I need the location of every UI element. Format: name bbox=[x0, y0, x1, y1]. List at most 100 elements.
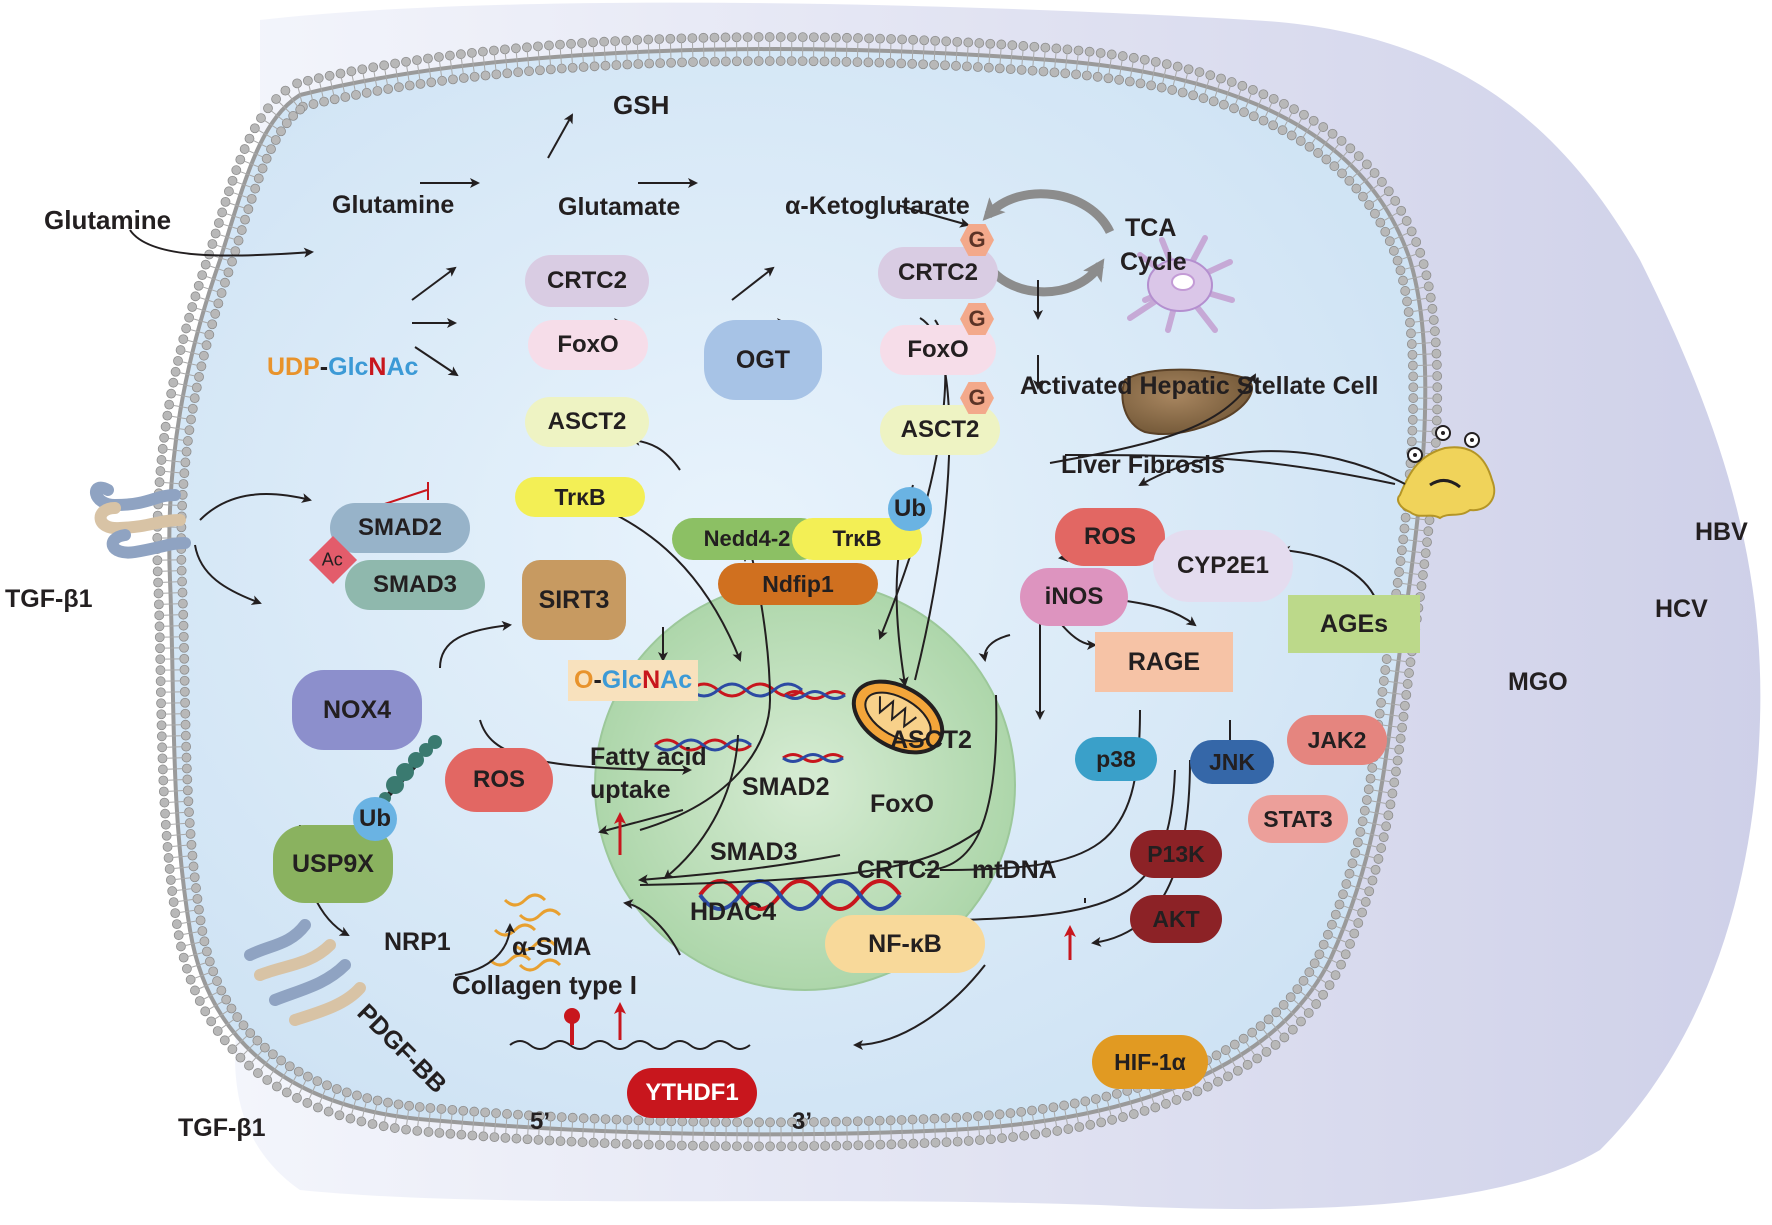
lipid-head bbox=[555, 39, 565, 50]
lipid-head bbox=[201, 946, 212, 957]
lipid-tail bbox=[190, 962, 207, 968]
lipid-head bbox=[830, 56, 841, 67]
lipid-head bbox=[261, 153, 272, 164]
lipid-head bbox=[513, 67, 524, 78]
lipid-head bbox=[1392, 755, 1403, 766]
jnk-pill: JNK bbox=[1190, 740, 1274, 784]
lipid-tail bbox=[417, 63, 421, 80]
lipid-head bbox=[160, 808, 170, 819]
lipid-head bbox=[1359, 805, 1370, 816]
lipid-head bbox=[1271, 1007, 1282, 1018]
nucleus-smad3-label: SMAD3 bbox=[710, 838, 798, 866]
lipid-head bbox=[1376, 843, 1387, 853]
lipid-head bbox=[1287, 1024, 1298, 1035]
lipid-head bbox=[293, 1066, 304, 1077]
tgf-receptor-top bbox=[90, 481, 191, 559]
lipid-head bbox=[1381, 654, 1392, 664]
lipid-tail bbox=[1401, 253, 1417, 260]
lipid-head bbox=[178, 631, 189, 642]
lipid-head bbox=[173, 930, 184, 941]
lipid-tail bbox=[329, 79, 335, 96]
lipid-head bbox=[164, 399, 175, 410]
lipid-head bbox=[187, 850, 198, 861]
smad3-pill: SMAD3 bbox=[345, 560, 485, 610]
lipid-head bbox=[313, 73, 324, 84]
lipid-head bbox=[157, 753, 168, 764]
lipid-tail bbox=[483, 1116, 486, 1133]
lipid-head bbox=[469, 71, 480, 82]
lipid-head bbox=[1389, 777, 1400, 788]
lipid-tail bbox=[174, 393, 191, 398]
lipid-head bbox=[394, 82, 404, 93]
lipid-tail bbox=[194, 972, 210, 979]
lipid-head bbox=[1337, 168, 1347, 179]
lipid-tail bbox=[988, 47, 991, 64]
lipid-tail bbox=[1349, 884, 1366, 891]
lipid-head bbox=[732, 1141, 742, 1152]
lipid-head bbox=[467, 1130, 478, 1141]
lipid-head bbox=[281, 118, 292, 129]
udp-dash: - bbox=[319, 353, 329, 381]
lipid-head bbox=[390, 58, 400, 69]
lipid-head bbox=[1289, 104, 1299, 115]
lipid-head bbox=[709, 1141, 720, 1151]
lipid-head bbox=[1101, 1091, 1112, 1102]
lipid-head bbox=[930, 1137, 941, 1148]
lipid-head bbox=[271, 94, 281, 104]
uptake-label: uptake bbox=[590, 776, 671, 804]
tca-label-1: TCA bbox=[1125, 214, 1177, 242]
lipid-tail bbox=[270, 110, 284, 122]
lipid-head bbox=[1405, 317, 1415, 328]
lipid-tail bbox=[1085, 1105, 1090, 1121]
lipid-tail bbox=[1405, 550, 1422, 554]
lipid-tail bbox=[956, 1121, 958, 1138]
lipid-tail bbox=[165, 459, 182, 463]
lipid-tail bbox=[248, 150, 264, 158]
lipid-head bbox=[973, 1111, 983, 1122]
lipid-head bbox=[698, 32, 709, 43]
lipid-head bbox=[1353, 918, 1364, 928]
lipid-head bbox=[1107, 1114, 1117, 1125]
lipid-head bbox=[588, 37, 598, 48]
lipid-head bbox=[1285, 992, 1296, 1003]
lipid-head bbox=[447, 1104, 458, 1115]
akt-pill: AKT bbox=[1130, 895, 1222, 943]
lipid-tail bbox=[182, 931, 199, 935]
lipid-head bbox=[578, 62, 589, 72]
lipid-head bbox=[1395, 265, 1406, 276]
lipid-head bbox=[1286, 130, 1297, 141]
lipid-tail bbox=[192, 318, 209, 324]
lipid-head bbox=[665, 33, 676, 44]
lipid-head bbox=[974, 38, 985, 48]
lipid-head bbox=[875, 1139, 886, 1150]
lipid-head bbox=[632, 35, 643, 45]
lipid-head bbox=[340, 92, 351, 102]
lipid-tail bbox=[1336, 150, 1349, 164]
lipid-head bbox=[1085, 1119, 1096, 1130]
lipid-head bbox=[1318, 989, 1328, 1000]
lipid-head bbox=[204, 956, 215, 967]
lipid-head bbox=[1124, 76, 1135, 87]
lipid-head bbox=[168, 377, 179, 388]
lipid-tail bbox=[319, 81, 324, 98]
lipid-head bbox=[754, 1117, 764, 1128]
lipid-head bbox=[165, 875, 176, 885]
lipid-head bbox=[267, 1049, 278, 1060]
lipid-tail bbox=[1311, 130, 1322, 144]
lipid-head bbox=[227, 175, 238, 186]
lipid-head bbox=[335, 68, 346, 79]
lipid-head bbox=[1279, 1032, 1290, 1043]
ndfip1-pill: Ndfip1 bbox=[718, 563, 878, 605]
lipid-tail bbox=[439, 1112, 442, 1129]
lipid-head bbox=[184, 312, 195, 323]
lipid-head bbox=[189, 393, 200, 404]
lipid-head bbox=[1373, 854, 1384, 864]
lipid-head bbox=[997, 1133, 1007, 1144]
lipid-head bbox=[567, 62, 578, 73]
lipid-head bbox=[156, 709, 167, 720]
lipid-head bbox=[166, 388, 177, 399]
lipid-head bbox=[710, 1117, 721, 1127]
lipid-head bbox=[156, 720, 167, 731]
glutamate-label: Glutamate bbox=[558, 193, 681, 221]
lipid-head bbox=[743, 1117, 753, 1128]
